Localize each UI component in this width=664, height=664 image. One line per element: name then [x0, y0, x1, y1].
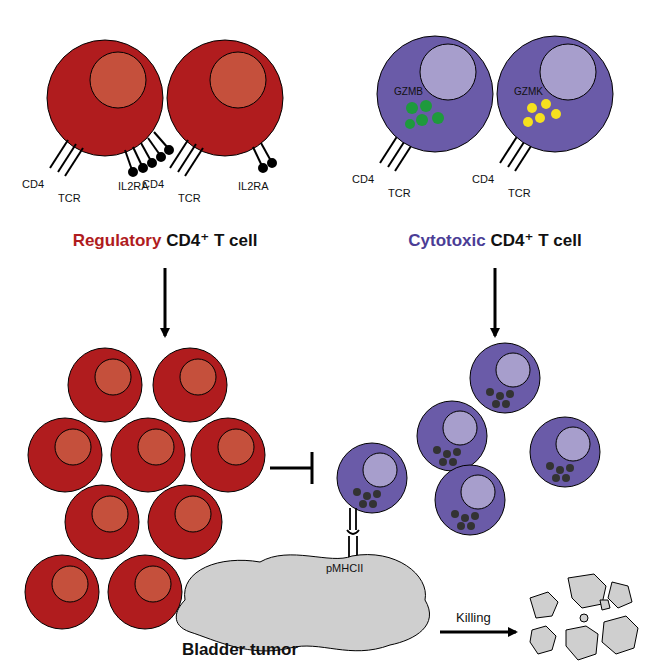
marker-label: TCR	[178, 192, 201, 204]
title-text: Bladder tumor	[182, 640, 298, 659]
title-text: CD4⁺ T cell	[491, 231, 582, 250]
title-text: CD4⁺ T cell	[166, 231, 257, 250]
marker-label: GZMK	[514, 86, 543, 97]
title-text: Regulatory	[73, 231, 162, 250]
marker-label: TCR	[388, 187, 411, 199]
marker-label: TCR	[58, 192, 81, 204]
marker-label: CD4	[472, 173, 494, 185]
marker-label: CD4	[142, 178, 164, 190]
cell-type-title: Cytotoxic CD4⁺ T cell	[408, 230, 581, 251]
marker-label: GZMB	[394, 86, 423, 97]
tumor-label: Bladder tumor	[182, 640, 298, 660]
marker-label: TCR	[508, 187, 531, 199]
marker-label: IL2RA	[238, 180, 269, 192]
marker-label: pMHCII	[326, 562, 363, 574]
title-text: Cytotoxic	[408, 231, 485, 250]
cell-type-title: RegulatoryCD4⁺ T cell	[73, 230, 258, 251]
marker-label: CD4	[352, 173, 374, 185]
marker-label: Killing	[456, 610, 491, 625]
marker-label: CD4	[22, 178, 44, 190]
